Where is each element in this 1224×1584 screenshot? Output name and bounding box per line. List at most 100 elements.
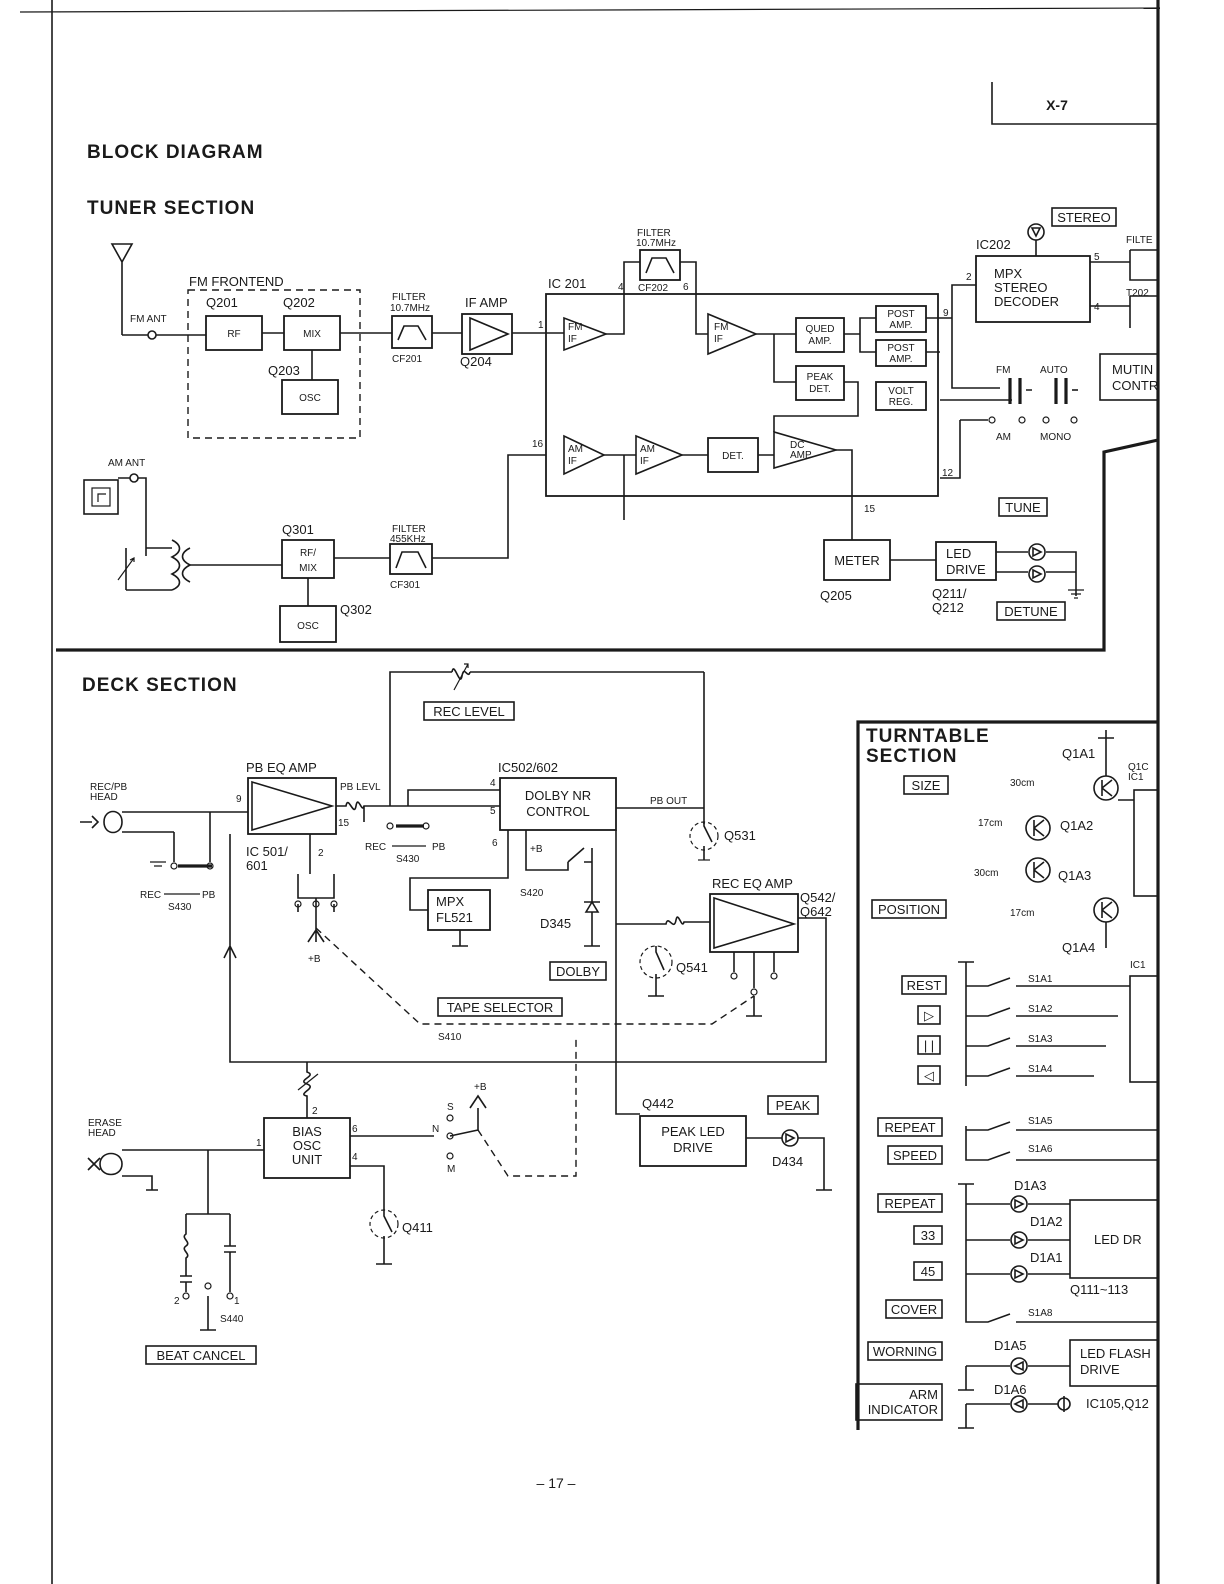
speed-button-label[interactable] [887,1145,943,1165]
t202-cut-label: T202 [1126,288,1149,299]
pb-eq-pin-9: 9 [236,794,242,805]
bias-smn-switch[interactable]: S N M +B [432,1036,577,1177]
play-button-label[interactable] [917,1005,941,1025]
rpm33-label: 33 [921,1228,935,1243]
det-block [707,437,759,473]
tape-selector-label-box [437,997,563,1017]
rec-pb-head-b: HEAD [90,792,118,803]
qued-b: AMP. [808,336,831,347]
led-flash-a: LED FLASH [1080,1346,1151,1361]
turntable-section-border [856,720,1158,1430]
mpx-a: MPX [994,266,1023,281]
peak-label: PEAK [776,1098,811,1113]
osc-block-fm [281,379,339,415]
s430l-label: S430 [168,902,192,913]
dolby-label-box [549,961,607,981]
pb-eq-pin-2: 2 [318,848,324,859]
plus-b-2: +B [530,844,543,855]
peak-led-b: DRIVE [673,1140,713,1155]
post2-b: AMP. [889,354,912,365]
photo-transistors [1025,730,1134,948]
stereo-label: STEREO [1057,210,1110,225]
pb-eq-amp-block [247,777,337,835]
led-drive-a: LED [946,546,971,561]
turntable-title-b: SECTION [866,746,957,767]
q1a4-label: Q1A4 [1062,940,1095,955]
pb-out-label: PB OUT [650,796,687,807]
dolby-nr-b: CONTROL [526,804,590,819]
osc-fm-label: OSC [299,393,321,404]
s1a8-label: S1A8 [1028,1308,1053,1319]
ic201-label: IC 201 [548,276,586,291]
am-if1-a: AM [568,444,583,455]
led-drive-tuner [935,541,997,581]
detune-label: DETUNE [1004,604,1058,619]
s430-switch-upper[interactable]: REC PB S430 [365,822,446,865]
bias-pin-6: 6 [352,1124,358,1135]
s1a8-switch: S1A8 [965,1286,1158,1323]
mpx-decoder-block [975,255,1091,323]
ic202-pin-5: 5 [1094,252,1100,263]
if-amp-label: IF AMP [465,295,508,310]
q531-label: Q531 [724,828,756,843]
fm-am-switch[interactable]: FM AM [940,365,1032,479]
tape-selector-link [315,927,755,1025]
d1a1-label: D1A1 [1030,1250,1063,1265]
auto-mono-switch[interactable]: AUTO MONO [1040,365,1078,443]
s1a2-label: S1A2 [1028,1004,1053,1015]
model-label: X-7 [1046,97,1068,113]
turntable-title-a: TURNTABLE [866,726,990,747]
volt-a: VOLT [888,386,913,397]
pin-15: 15 [864,504,876,515]
q1a3-label: Q1A3 [1058,868,1091,883]
ic501-a: IC 501/ [246,844,288,859]
switch-s: S [447,1102,454,1113]
fm-if2-b: IF [714,334,723,345]
dc-amp-a: DC [790,440,804,451]
led-drive-b: DRIVE [946,562,986,577]
fm-frontend-label: FM FRONTEND [189,274,284,289]
q1c-cut: Q1C [1128,762,1149,773]
mono-label: MONO [1040,432,1071,443]
s1a5-label: S1A5 [1028,1116,1053,1127]
s430-switch-lower[interactable]: REC PB S430 [140,812,216,913]
filter-cut-label: FILTE [1126,235,1153,246]
ic202-pin-4: 4 [1094,302,1100,313]
q541-label: Q541 [676,960,708,975]
q1a2-label: Q1A2 [1060,818,1093,833]
stereo-led: STEREO [1027,207,1117,256]
fm-if1-a: FM [568,322,582,333]
q201-label: Q201 [206,295,238,310]
post-amp-1 [875,305,927,333]
repeat-button-label[interactable] [877,1117,943,1137]
worning-label: WORNING [873,1344,937,1359]
d1a-leds: D1A3 D1A2 D1A1 [958,1178,1070,1286]
q442-label: Q442 [642,1096,674,1111]
qued-a: QUED [806,324,835,335]
rec-level-pot[interactable] [389,663,704,742]
tune-label: TUNE [1005,500,1041,515]
cf301-filter [389,543,433,575]
d345-led: D345 [540,848,600,947]
dc-amp [758,430,839,470]
pin-4: 4 [618,282,624,293]
post1-b: AMP. [889,320,912,331]
back-button-label[interactable] [917,1065,941,1085]
rest-button-label[interactable] [901,975,947,995]
size-ic-block [1133,789,1159,897]
dolby-nr-block [499,777,617,831]
fm-if-amp-1 [563,316,609,352]
am-if1-b: IF [568,456,577,467]
meter-block [823,539,891,581]
bias-c: UNIT [292,1152,322,1167]
q302-label: Q302 [340,602,372,617]
pause-button-label[interactable] [917,1035,941,1055]
q411-label: Q411 [402,1220,433,1235]
filter2-freq: 10.7MHz [636,238,676,249]
osc-am-label: OSC [297,621,319,632]
cf301-label: CF301 [390,580,420,591]
cover-label-box [885,1299,943,1319]
filter1-freq: 10.7MHz [390,303,430,314]
